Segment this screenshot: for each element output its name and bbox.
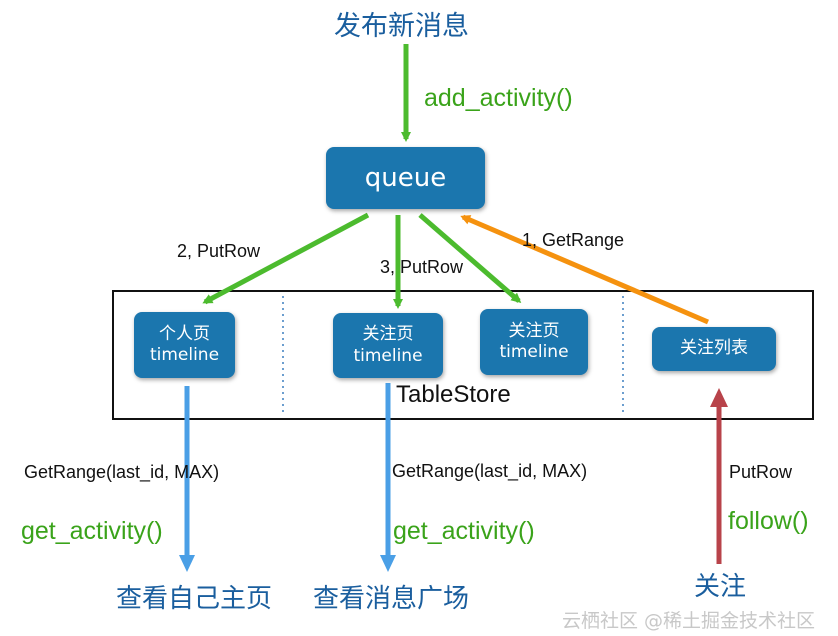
box-follow2-line1: 关注页 bbox=[508, 320, 560, 341]
box-personal-line2: timeline bbox=[149, 345, 220, 365]
arrow-putrow-2 bbox=[202, 212, 370, 305]
arrowhead-down-middle bbox=[380, 555, 396, 572]
label-view-own-homepage: 查看自己主页 bbox=[116, 584, 273, 614]
box-follow2-line2: timeline bbox=[499, 342, 569, 362]
tablestore-container bbox=[112, 290, 814, 420]
arrow-putrow-3-right bbox=[418, 213, 522, 303]
box-follow-timeline-1: 关注页 timeline bbox=[333, 313, 443, 378]
label-putrow-follow: PutRow bbox=[729, 462, 793, 482]
box-personal-line1: 个人页 bbox=[159, 323, 210, 344]
label-follow: follow() bbox=[728, 507, 809, 535]
label-putrow-2: 2, PutRow bbox=[177, 241, 261, 261]
arrowhead-down-left bbox=[179, 555, 195, 572]
label-get-activity-right: get_activity() bbox=[393, 517, 535, 545]
label-getrange-left: GetRange(last_id, MAX) bbox=[24, 462, 220, 482]
label-get-activity-left: get_activity() bbox=[21, 517, 163, 545]
queue-box: queue bbox=[326, 147, 485, 209]
label-add-activity: add_activity() bbox=[424, 84, 573, 112]
box-follow-list-label: 关注列表 bbox=[680, 338, 748, 359]
arrow-getrange-1 bbox=[460, 214, 709, 325]
label-follow-action: 关注 bbox=[694, 572, 747, 602]
label-putrow-3: 3, PutRow bbox=[380, 257, 464, 277]
arrowhead-up-follow bbox=[710, 388, 728, 407]
queue-label: queue bbox=[364, 162, 447, 193]
watermark-text: 云栖社区 @稀土掘金技术社区 bbox=[562, 610, 816, 632]
box-follow1-line2: timeline bbox=[353, 345, 423, 366]
label-getrange-right: GetRange(last_id, MAX) bbox=[392, 461, 588, 481]
box-follow1-line1: 关注页 bbox=[362, 324, 414, 345]
box-follow-timeline-2: 关注页 timeline bbox=[480, 309, 588, 375]
box-personal-timeline: 个人页 timeline bbox=[134, 312, 235, 378]
label-getrange-1: 1, GetRange bbox=[522, 230, 625, 250]
box-follow-list: 关注列表 bbox=[652, 327, 776, 371]
label-tablestore: TableStore bbox=[396, 381, 511, 408]
title-publish-message: 发布新消息 bbox=[334, 11, 469, 42]
label-view-message-square: 查看消息广场 bbox=[313, 584, 470, 614]
